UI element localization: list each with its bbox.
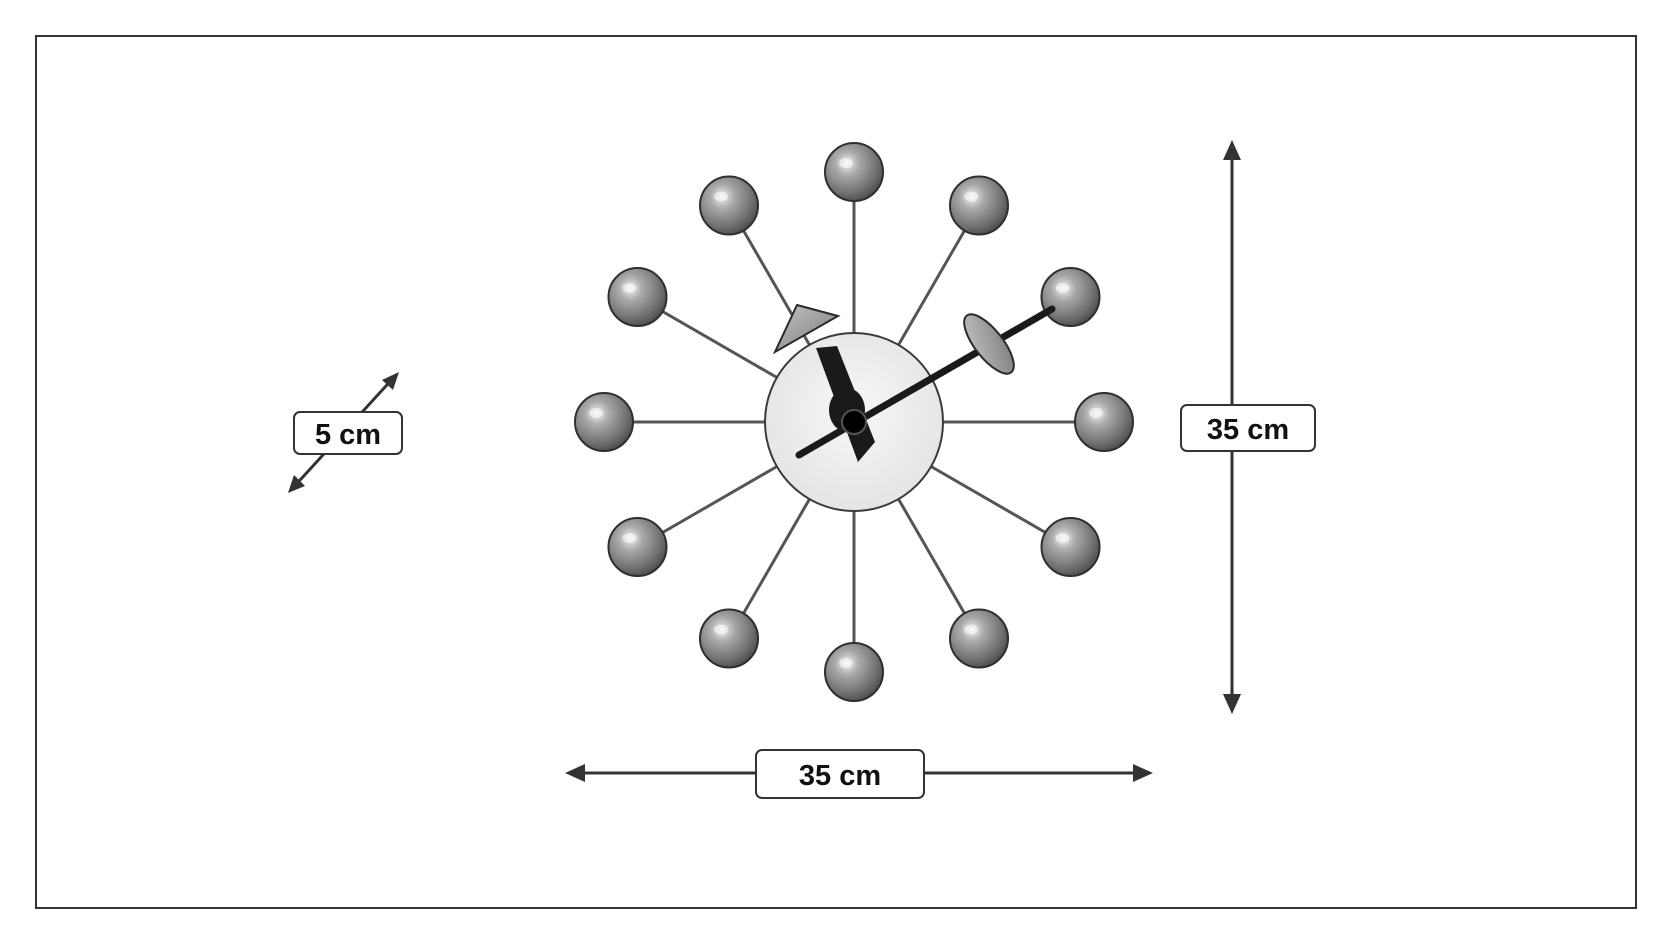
depth-arrowhead-top	[382, 372, 399, 390]
clock-ball-highlight	[964, 191, 978, 202]
clock-ball	[1040, 517, 1101, 577]
height-arrowhead-top	[1223, 140, 1241, 160]
height-label: 35 cm	[1207, 414, 1289, 446]
clock-ball	[1040, 267, 1101, 327]
minute-hand-counterweight	[963, 313, 1015, 375]
clock-ball-highlight	[622, 533, 637, 543]
frame-border	[35, 35, 1637, 909]
width-label-box	[755, 749, 925, 799]
clock-ball	[824, 142, 884, 202]
clock-ball-highlight	[622, 283, 637, 293]
clock-ball	[699, 608, 759, 669]
clock-ball	[949, 608, 1009, 669]
width-dimension: 35 cm	[565, 749, 1153, 799]
width-arrowhead-left	[565, 764, 585, 782]
clock-ball-highlight	[1089, 408, 1103, 418]
clock-ball-highlight	[839, 158, 853, 168]
clock-ball	[607, 517, 668, 577]
depth-dimension: 5 cm	[288, 372, 403, 493]
depth-label: 5 cm	[315, 419, 381, 451]
height-arrowhead-bottom	[1223, 694, 1241, 714]
width-arrowhead-right	[1133, 764, 1153, 782]
clock-ball-highlight	[589, 408, 603, 418]
clock-ball	[949, 175, 1009, 236]
clock-ball-highlight	[964, 624, 978, 635]
clock-ball-highlight	[714, 624, 728, 635]
depth-arrowhead-bottom	[288, 475, 305, 493]
clock-ball	[1074, 392, 1134, 452]
center-pin	[841, 409, 867, 435]
clock-ball	[574, 392, 634, 452]
clock-ball	[699, 175, 759, 236]
clock-ball	[607, 267, 668, 327]
height-dimension: 35 cm	[1180, 140, 1316, 714]
clock-ball-highlight	[714, 191, 728, 202]
clock-ball-highlight	[839, 658, 853, 668]
width-label: 35 cm	[799, 760, 881, 792]
ball-clock	[574, 142, 1134, 702]
depth-label-box	[293, 411, 403, 455]
clock-balls	[574, 142, 1134, 702]
clock-ball-highlight	[1055, 283, 1070, 293]
hour-hand-triangle	[772, 303, 841, 355]
clock-ball	[824, 642, 884, 702]
clock-ball-highlight	[1055, 533, 1070, 543]
height-label-box	[1180, 404, 1316, 452]
